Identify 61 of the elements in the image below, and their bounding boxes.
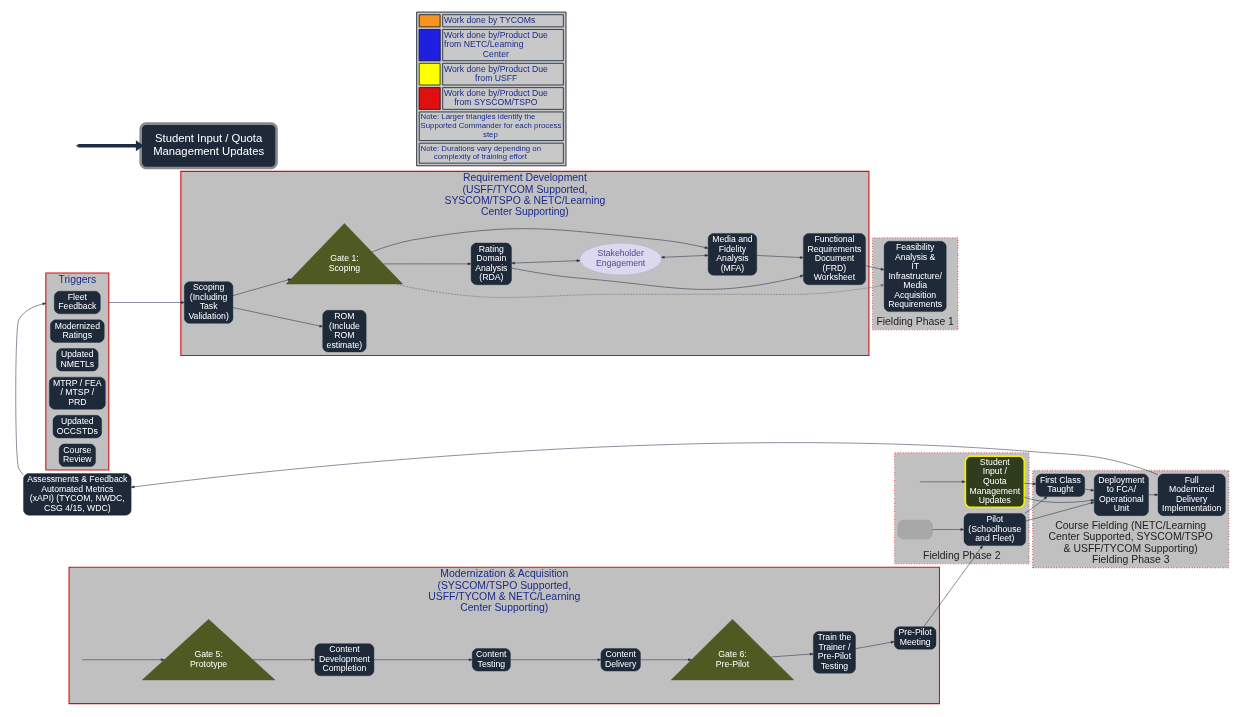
- node-box: Pre-Pilot Meeting: [894, 626, 937, 650]
- node-box: [897, 520, 933, 540]
- node-box: Pilot (Schoolhouse and Fleet): [963, 513, 1026, 546]
- arrow: [15, 302, 47, 476]
- arrow: [396, 283, 885, 298]
- legend-label: Work done by/Product Due from USFF: [443, 63, 548, 84]
- node-box: Full Modernized Delivery Implementation: [1157, 473, 1226, 516]
- arrow: [1148, 493, 1159, 497]
- arrow: [511, 267, 804, 290]
- node-box: Functional Requirements Document (FRD) Worksheet: [803, 233, 866, 285]
- node-box: Rating Domain Analysis (RDA): [470, 242, 512, 285]
- arrow: [923, 545, 983, 627]
- legend-label: Work done by/Product Due from SYSCOM/TSPO: [443, 87, 548, 108]
- node-box: Student Input / Quota Management Updates: [139, 122, 278, 170]
- node-box: Deployment to FCA/ Operational Unit: [1094, 473, 1149, 516]
- node-box: ROM (Include ROM estimate): [322, 310, 367, 353]
- arrow: [108, 301, 185, 304]
- arrow: [130, 442, 1159, 489]
- node-box: Feasibility Analysis & IT Infrastructure/ Media Acquisition Requirements: [883, 241, 947, 312]
- node-box: Fleet Feedback: [54, 291, 101, 314]
- node-box: MTRP / FEA / MTSP / PRD: [49, 376, 106, 410]
- node-box: Course Review: [58, 443, 96, 467]
- arrow: [855, 640, 895, 649]
- arrow: [232, 278, 292, 296]
- arrow: [371, 228, 709, 253]
- arrow: [661, 254, 709, 259]
- arrow: [383, 262, 472, 266]
- node-box: Train the Trainer / Pre-Pilot Testing: [813, 631, 856, 674]
- arrow: [770, 652, 814, 658]
- arrow: [1024, 496, 1095, 503]
- arrow: [1084, 488, 1095, 492]
- arrow: [1024, 496, 1048, 514]
- node-box: Media and Fidelity Analysis (MFA): [707, 233, 757, 276]
- arrow: [232, 307, 323, 328]
- node-box: Content Testing: [472, 648, 511, 672]
- arrow: [1024, 482, 1037, 486]
- arrow: [919, 480, 966, 484]
- node-ellipse: Stakeholder Engagement: [579, 243, 662, 276]
- arrow: [252, 658, 315, 662]
- node-box: First Class Taught: [1035, 473, 1085, 497]
- arrow: [511, 259, 581, 265]
- node-box: Content Delivery: [600, 648, 641, 672]
- node-box: Updated NMETLs: [56, 348, 99, 372]
- node-box: Scoping (Including Task Validation): [184, 281, 234, 324]
- node-box: Assessments & Feedback Automated Metrics (xAPI) (TYCOM, NWDC, CSG 4/15, WDC): [23, 473, 132, 516]
- arrow: [640, 658, 692, 662]
- label: Note: Larger triangles identify the Supported Commander for each process step: [420, 112, 562, 139]
- arrow: [78, 140, 144, 152]
- node-box: Modernized Ratings: [50, 319, 105, 343]
- label: Note: Durations vary depending on complexity of training effort: [420, 143, 542, 162]
- node-box: Updated OCCSTDs: [52, 415, 102, 439]
- arrow: [865, 265, 885, 271]
- node-box: Content Development Completion: [314, 643, 375, 677]
- arrow: [510, 658, 602, 662]
- arrow: [81, 658, 165, 662]
- arrow: [932, 528, 965, 531]
- arrow: [756, 255, 804, 259]
- legend-label: Work done by/Product Due from NETC/Learning Center: [443, 29, 548, 59]
- arrow: [1025, 501, 1095, 522]
- arrow: [373, 658, 473, 662]
- legend-label: Work done by TYCOMs: [443, 14, 536, 25]
